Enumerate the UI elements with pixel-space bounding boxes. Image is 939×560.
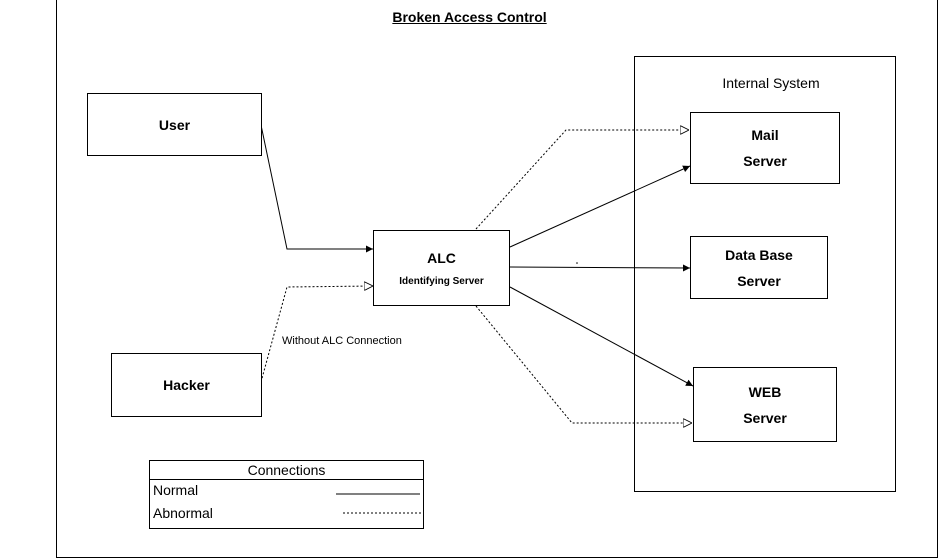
internal-system-boundary xyxy=(634,56,896,492)
web-server-line2: Server xyxy=(743,409,787,426)
without-alc-annotation: Without ALC Connection xyxy=(282,335,402,347)
stray-dot xyxy=(576,262,578,264)
alc-subtitle: Identifying Server xyxy=(399,275,484,287)
web-server-node: WEB Server xyxy=(693,367,837,442)
user-label: User xyxy=(158,116,191,133)
hacker-node: Hacker xyxy=(111,353,262,417)
alc-node: ALC Identifying Server xyxy=(373,230,510,306)
alc-title: ALC xyxy=(427,249,456,266)
diagram-title: Broken Access Control xyxy=(392,9,547,25)
mail-server-line1: Mail xyxy=(751,127,779,143)
web-server-line1: WEB xyxy=(748,383,782,400)
legend-box: Connections Normal Abnormal xyxy=(149,460,424,529)
legend-normal-label: Normal xyxy=(153,482,199,498)
database-server-node: Data Base Server xyxy=(690,236,828,299)
user-to-alc-line xyxy=(260,124,373,253)
alc-to-database-line xyxy=(509,264,691,272)
bypass-to-web-line xyxy=(475,305,692,423)
hacker-to-alc-line xyxy=(260,286,373,383)
mail-server-node: Mail Server xyxy=(690,112,840,184)
internal-system-label: Internal System xyxy=(722,75,820,91)
diagram-frame xyxy=(56,0,938,558)
database-server-line2: Server xyxy=(737,272,781,289)
alc-to-mail-line xyxy=(509,165,691,248)
database-server-line1: Data Base xyxy=(725,246,793,263)
hacker-label: Hacker xyxy=(163,377,210,393)
alc-to-web-line xyxy=(509,286,694,387)
legend-title: Connections xyxy=(150,461,423,480)
mail-server-line2: Server xyxy=(743,153,787,169)
bypass-to-mail-line xyxy=(475,130,689,230)
legend-abnormal-label: Abnormal xyxy=(153,505,213,521)
user-node: User xyxy=(87,93,262,156)
